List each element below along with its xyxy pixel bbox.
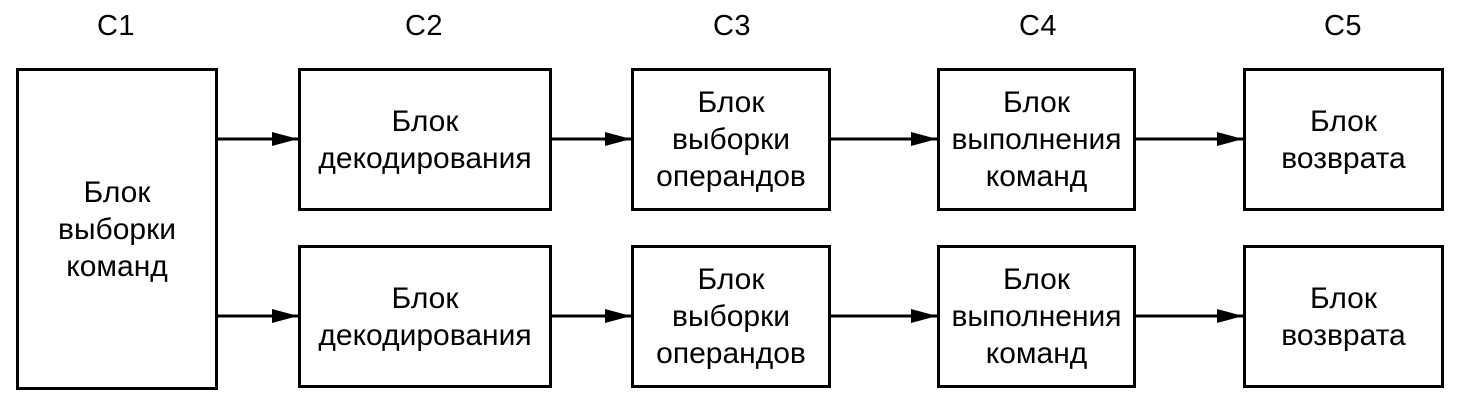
- stage-label-c3: C3: [712, 10, 752, 42]
- stage-label-c1: C1: [96, 10, 136, 42]
- stage-label-c5: C5: [1323, 10, 1363, 42]
- operand-fetch-block-bottom: Блок выборки операндов: [631, 245, 831, 388]
- operand-fetch-block-bottom-line-2: выборки: [672, 300, 790, 333]
- fetch-block-line-2: выборки: [58, 212, 176, 246]
- writeback-block-top-line-2: возврата: [1281, 141, 1406, 175]
- execute-block-bottom-line-2: выполнения: [951, 300, 1122, 333]
- execute-block-bottom-line-1: Блок: [1002, 263, 1070, 296]
- fetch-block-line-1: Блок: [83, 175, 151, 209]
- execute-block-top-line-1: Блок: [1002, 86, 1070, 119]
- execute-block-top-line-3: команд: [985, 160, 1088, 193]
- stage-label-c2: C2: [404, 10, 444, 42]
- decode-block-bottom: Блок декодирования: [298, 245, 552, 388]
- writeback-block-top: Блок возврата: [1243, 68, 1444, 211]
- execute-block-top-line-2: выполнения: [951, 123, 1122, 156]
- operand-fetch-block-bottom-line-3: операндов: [656, 337, 806, 370]
- operand-fetch-block-top-line-3: операндов: [656, 160, 806, 193]
- fetch-block-line-3: команд: [66, 249, 168, 283]
- stage-label-c4: C4: [1018, 10, 1058, 42]
- execute-block-bottom-line-3: команд: [985, 337, 1088, 370]
- operand-fetch-block-top-line-1: Блок: [697, 86, 765, 119]
- execute-block-bottom: Блок выполнения команд: [937, 245, 1136, 388]
- operand-fetch-block-top-line-2: выборки: [672, 123, 790, 156]
- writeback-block-bottom-line-2: возврата: [1281, 318, 1406, 352]
- decode-block-top-line-2: декодирования: [318, 141, 532, 175]
- operand-fetch-block-top: Блок выборки операндов: [631, 68, 831, 211]
- decode-block-bottom-line-2: декодирования: [318, 318, 532, 352]
- operand-fetch-block-bottom-line-1: Блок: [697, 263, 765, 296]
- writeback-block-top-line-1: Блок: [1309, 104, 1377, 138]
- decode-block-top: Блок декодирования: [298, 68, 552, 211]
- fetch-block: Блок выборки команд: [16, 68, 218, 390]
- decode-block-bottom-line-1: Блок: [391, 281, 459, 315]
- writeback-block-bottom-line-1: Блок: [1309, 281, 1377, 315]
- execute-block-top: Блок выполнения команд: [937, 68, 1136, 211]
- writeback-block-bottom: Блок возврата: [1243, 245, 1444, 388]
- decode-block-top-line-1: Блок: [391, 104, 459, 138]
